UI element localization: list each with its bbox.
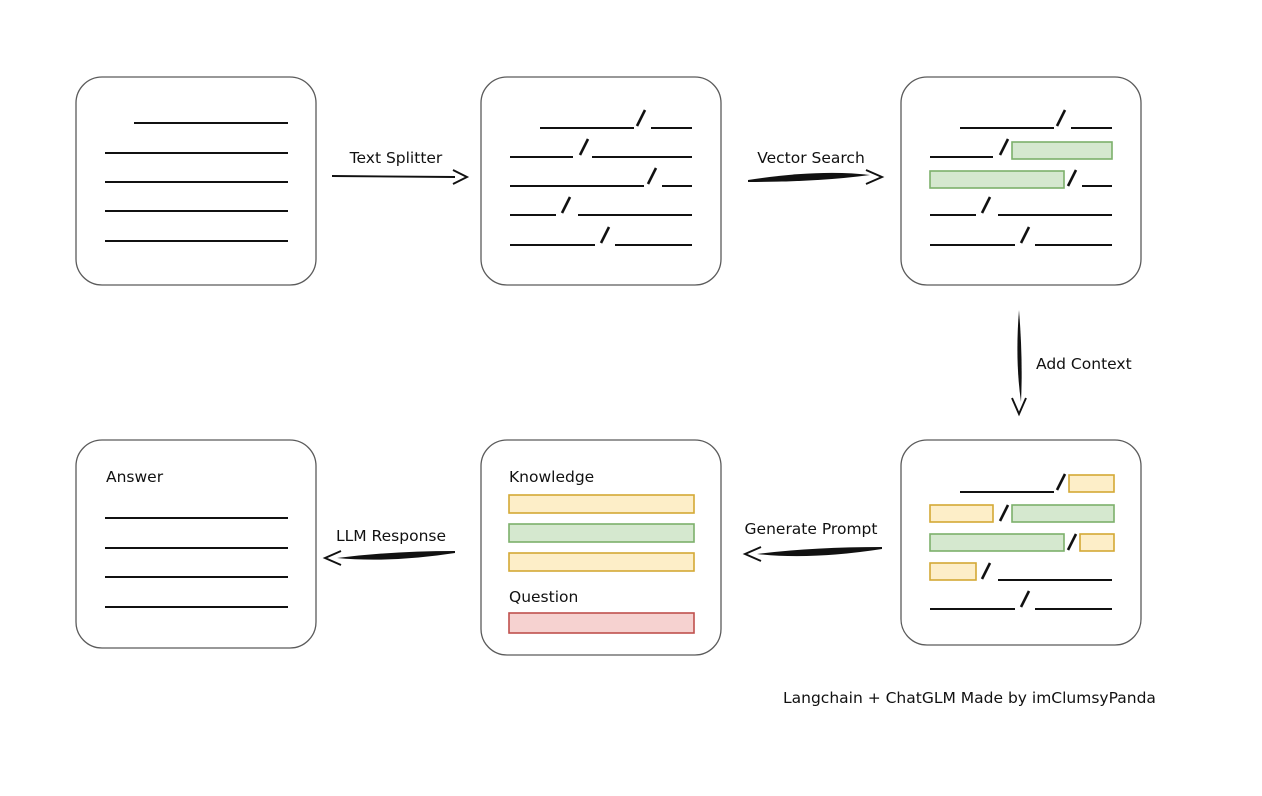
knowledge-bar-yellow bbox=[508, 552, 695, 572]
highlight-segment-green bbox=[1011, 141, 1113, 160]
question-bar-red bbox=[508, 612, 695, 634]
knowledge-bar-green bbox=[508, 523, 695, 543]
node-answer-box[interactable]: Answer bbox=[75, 439, 317, 649]
answer-box-lines bbox=[105, 516, 288, 609]
split-document-frame[interactable] bbox=[480, 76, 722, 286]
edge-generate-prompt: Generate Prompt bbox=[742, 520, 882, 562]
edge-vector-search: Vector Search bbox=[748, 149, 885, 185]
edge-vector-search-label: Vector Search bbox=[757, 149, 865, 167]
answer-label: Answer bbox=[106, 468, 164, 486]
answer-box-frame[interactable] bbox=[75, 439, 317, 649]
node-split-document[interactable] bbox=[480, 76, 722, 286]
context-segment-yellow bbox=[1068, 474, 1115, 493]
edge-add-context-label: Add Context bbox=[1036, 355, 1132, 373]
context-segment-yellow bbox=[929, 562, 977, 581]
context-segment-green bbox=[1011, 504, 1115, 523]
edge-text-splitter: Text Splitter bbox=[331, 149, 470, 185]
node-vector-matched-document[interactable] bbox=[900, 76, 1142, 286]
edge-generate-prompt-label: Generate Prompt bbox=[745, 520, 878, 538]
node-source-document[interactable] bbox=[75, 76, 317, 286]
knowledge-bar-yellow bbox=[508, 494, 695, 514]
context-segment-green bbox=[929, 533, 1065, 552]
source-document-lines bbox=[105, 121, 288, 243]
edge-add-context: Add Context bbox=[1011, 310, 1132, 417]
context-document-rows bbox=[929, 473, 1115, 611]
context-segment-yellow bbox=[1079, 533, 1115, 552]
knowledge-label: Knowledge bbox=[509, 468, 594, 486]
split-document-rows bbox=[510, 109, 692, 247]
edge-llm-response: LLM Response bbox=[322, 527, 455, 566]
highlight-segment-green bbox=[929, 170, 1065, 189]
node-context-document[interactable] bbox=[900, 439, 1142, 646]
prompt-box-frame[interactable] bbox=[480, 439, 722, 656]
node-prompt-box[interactable]: Knowledge Question bbox=[480, 439, 722, 656]
diagram-caption: Langchain + ChatGLM Made by imClumsyPand… bbox=[783, 689, 1156, 707]
context-segment-yellow bbox=[929, 504, 994, 523]
vector-matched-document-rows bbox=[929, 109, 1113, 247]
edge-text-splitter-label: Text Splitter bbox=[349, 149, 443, 167]
edge-llm-response-label: LLM Response bbox=[336, 527, 446, 545]
question-label: Question bbox=[509, 588, 578, 606]
